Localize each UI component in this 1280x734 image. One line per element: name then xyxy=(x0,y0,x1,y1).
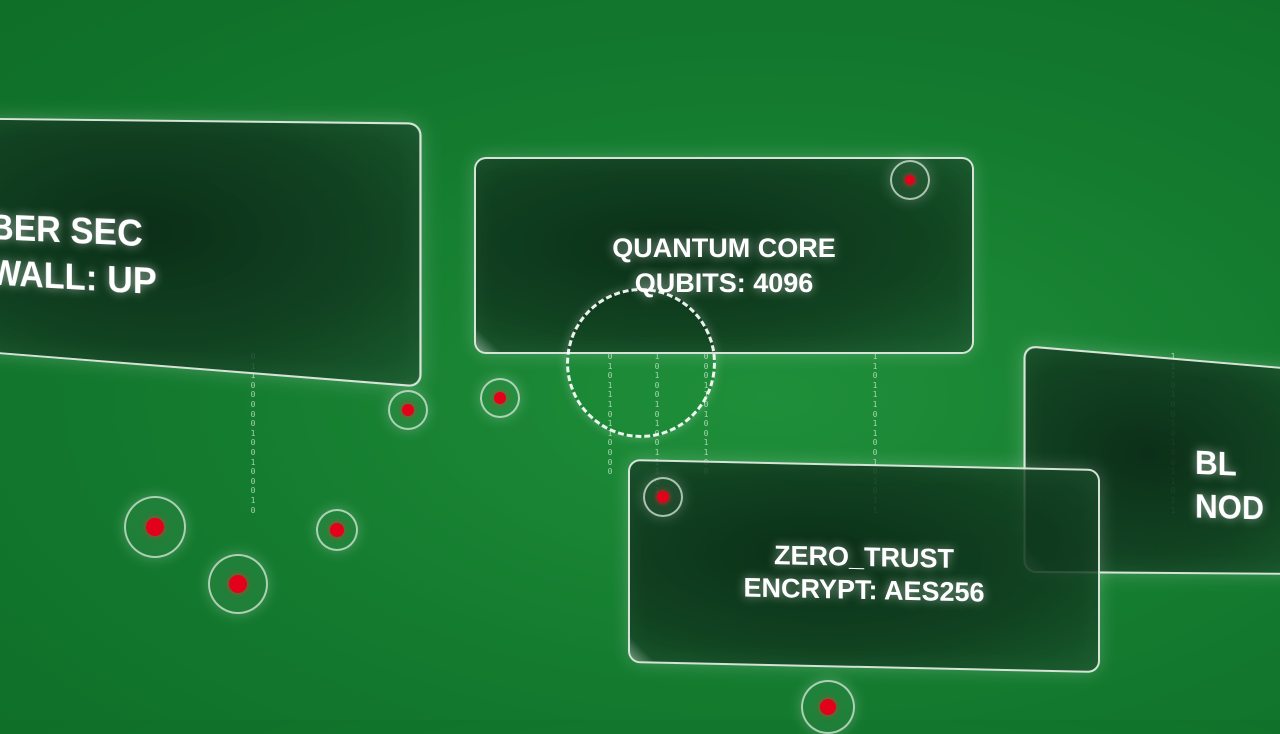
network-node[interactable] xyxy=(316,509,358,551)
quantum-core-panel[interactable]: QUANTUM CORE QUBITS: 4096 xyxy=(474,157,974,354)
panel-title: QUANTUM CORE xyxy=(612,233,836,263)
zero-trust-panel[interactable]: ZERO_TRUST ENCRYPT: AES256 xyxy=(628,459,1100,673)
node-dot xyxy=(330,523,344,537)
panel-corner-accent xyxy=(628,635,656,666)
binary-stream: 01100000100100010 xyxy=(250,352,256,515)
node-dot xyxy=(229,575,247,593)
node-dot xyxy=(146,518,164,536)
panel-status: WALL: UP xyxy=(0,253,157,304)
network-node[interactable] xyxy=(124,496,186,558)
node-dot xyxy=(905,175,915,185)
node-dot xyxy=(494,392,506,404)
cyber-sec-panel[interactable]: BER SEC WALL: UP xyxy=(0,117,422,388)
network-node[interactable] xyxy=(890,160,930,200)
network-node[interactable] xyxy=(801,680,855,734)
panel-title: BER SEC xyxy=(0,207,143,255)
panel-status: QUBITS: 4096 xyxy=(634,268,814,298)
network-node[interactable] xyxy=(643,477,683,517)
scanner-ring xyxy=(566,288,716,438)
node-dot xyxy=(402,404,414,416)
network-node[interactable] xyxy=(208,554,268,614)
panel-corner-accent xyxy=(0,325,4,357)
panel-corner-accent xyxy=(476,326,502,352)
panel-status: NOD xyxy=(1194,487,1264,528)
network-node[interactable] xyxy=(480,378,520,418)
panel-title: BL xyxy=(1194,444,1237,484)
node-dot xyxy=(657,491,669,503)
network-node[interactable] xyxy=(388,390,428,430)
node-dot xyxy=(820,699,836,715)
